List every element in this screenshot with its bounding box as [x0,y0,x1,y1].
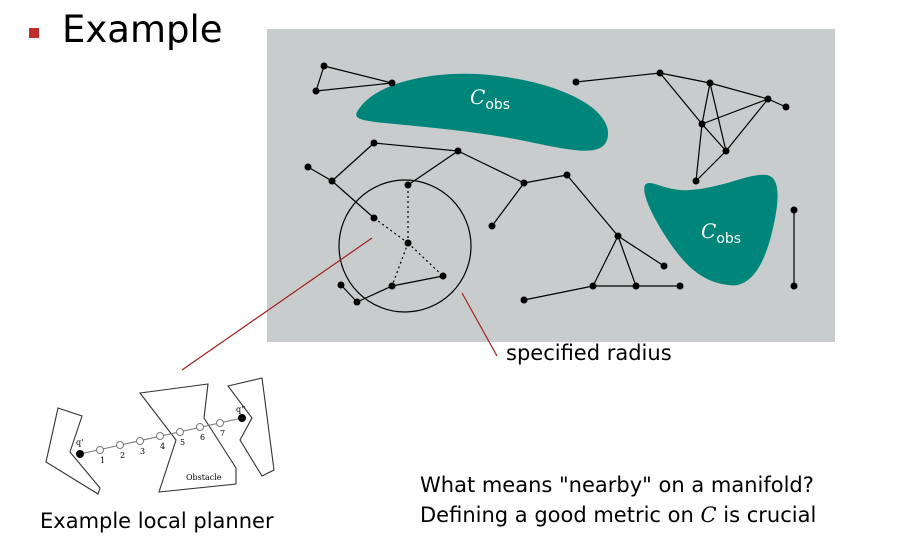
planner-step-5: 5 [180,438,185,447]
planner-start-point [76,450,84,458]
roadmap-edges [307,65,795,303]
question-line-2-suffix: is crucial [716,503,817,527]
metric-question: What means "nearby" on a manifold? Defin… [420,470,816,530]
planner-start-label: q' [76,438,83,447]
slide-title: Example [62,8,223,51]
planner-step-3: 3 [140,447,145,456]
config-space-symbol: C [700,503,717,527]
planner-step-4: 4 [160,442,165,451]
local-planner-sketch [45,377,275,495]
planner-step-7: 7 [220,429,225,438]
title-bullet [29,28,39,38]
obstacle-top [356,73,609,151]
planner-goal-label: q'' [236,405,246,414]
roadmap-nodes [304,62,798,306]
planner-caption: Example local planner [40,509,274,533]
planner-step-1: 1 [100,456,105,465]
planner-right-obstacle [227,377,275,477]
planner-step-2: 2 [120,451,125,460]
obstacle-right [644,174,778,286]
neighbor-dotted-edges [373,185,444,287]
planner-center-obstacle [138,383,237,493]
pointer-line-to-radius-label [461,292,498,357]
obstacle-label-top: Cobs [470,85,510,113]
question-line-1: What means "nearby" on a manifold? [420,473,814,497]
planner-path [79,417,243,455]
planner-step-6: 6 [200,433,205,442]
question-line-2: Defining a good metric on C is crucial [420,500,816,530]
radius-label: specified radius [506,341,672,365]
planner-obstacle-text: Obstacle [186,473,222,482]
planner-left-obstacle [45,407,101,495]
question-line-2-prefix: Defining a good metric on [420,503,701,527]
pointer-line-to-planner [181,237,373,371]
radius-circle [338,179,472,313]
planner-goal-point [238,414,246,422]
obstacle-label-right: Cobs [701,219,741,247]
